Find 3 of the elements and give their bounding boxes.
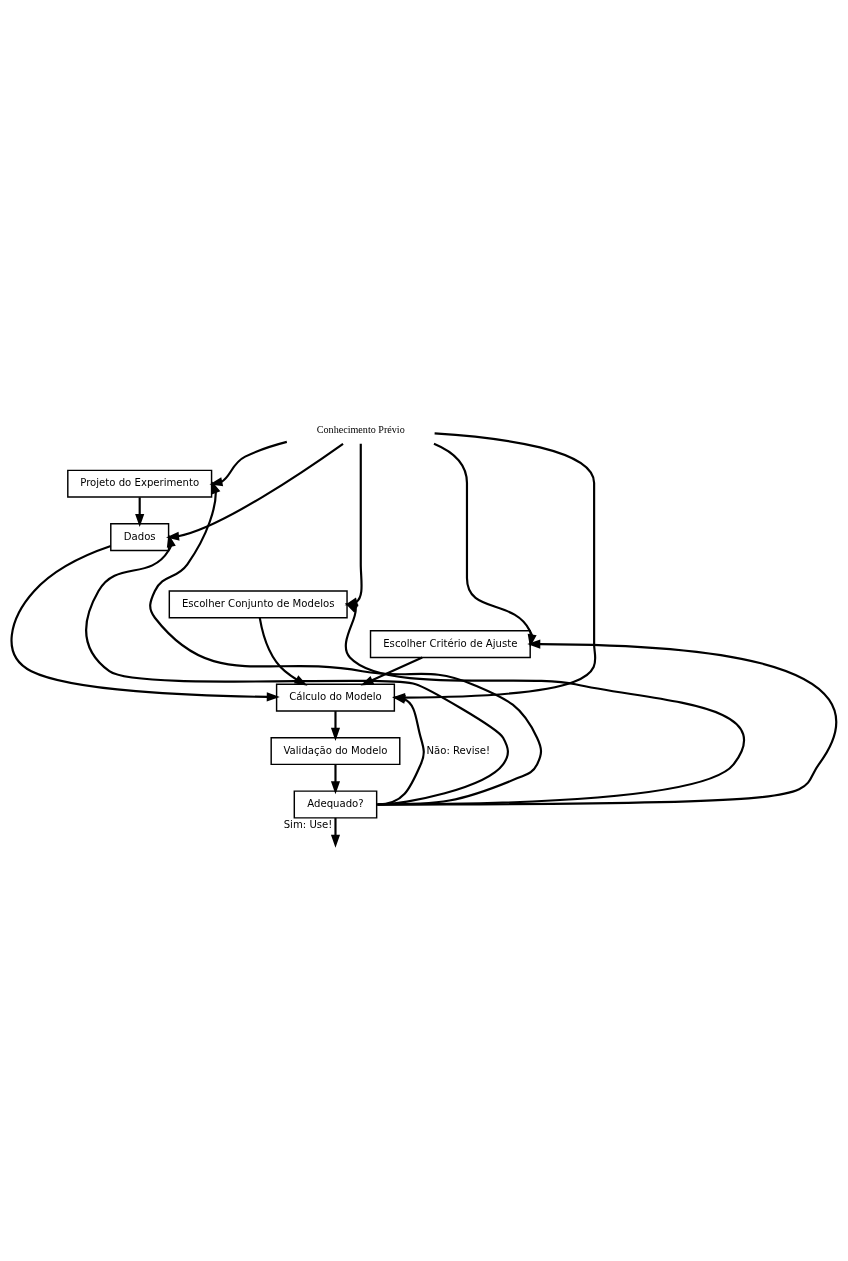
edge-label: Não: Revise! — [426, 744, 491, 756]
node-text: Conhecimento Prévio — [316, 423, 405, 435]
edge-label: Sim: Use! — [283, 818, 333, 830]
